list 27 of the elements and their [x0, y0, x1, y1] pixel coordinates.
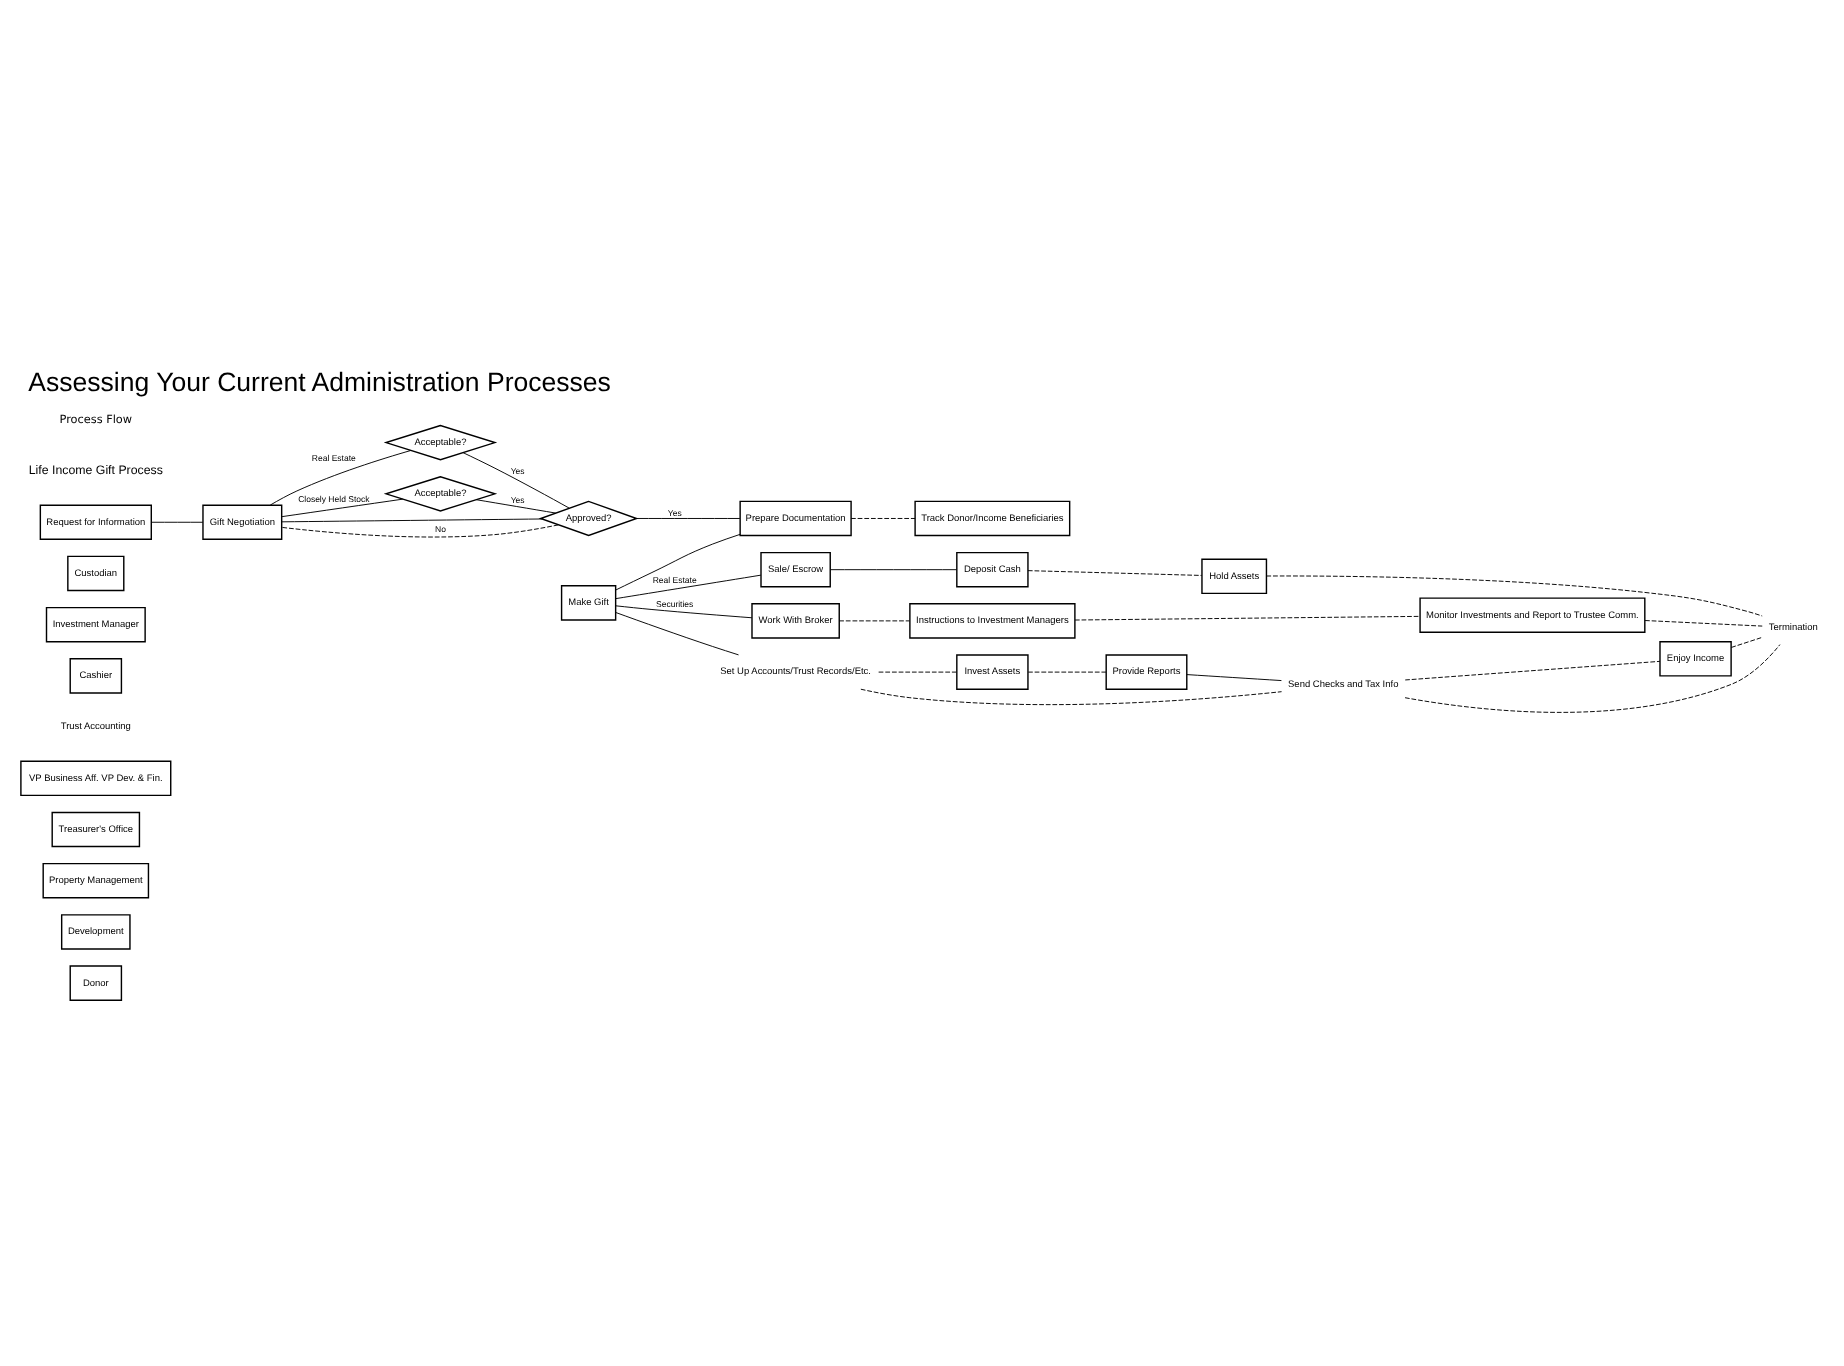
connector	[462, 452, 570, 509]
connector	[830, 569, 958, 571]
connector	[1027, 671, 1107, 673]
connector	[281, 498, 404, 518]
connector	[1266, 575, 1763, 617]
connector	[615, 612, 739, 656]
connector	[615, 574, 762, 600]
connector	[615, 533, 741, 591]
connector	[838, 620, 910, 622]
connector	[615, 605, 753, 619]
connector	[269, 450, 412, 506]
connector	[1027, 570, 1203, 576]
connector	[475, 499, 557, 514]
connector	[150, 521, 204, 523]
connector	[878, 671, 958, 673]
connector	[636, 518, 741, 519]
connector	[1730, 636, 1763, 648]
connector	[1404, 660, 1661, 681]
connector	[860, 688, 1283, 706]
connector	[1404, 644, 1781, 713]
connector	[850, 518, 916, 519]
connector	[1186, 674, 1282, 682]
connector	[281, 518, 543, 523]
connector	[1644, 620, 1763, 627]
diagram-title: Assessing Your Current Administration Processes	[28, 366, 611, 397]
connector	[1074, 615, 1421, 621]
connector	[281, 524, 559, 538]
